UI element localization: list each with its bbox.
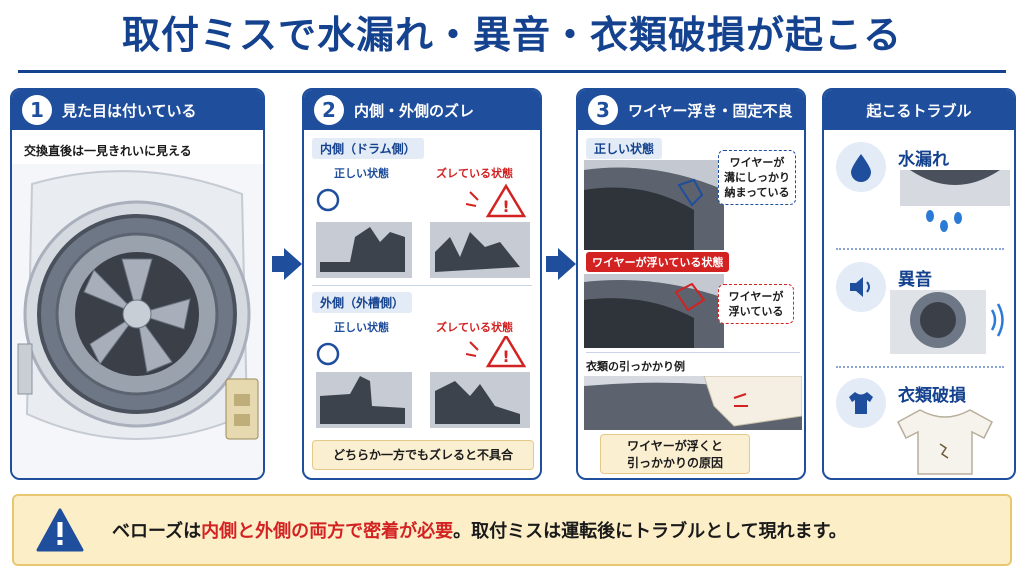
outer-seal-comparison: ! xyxy=(316,336,530,428)
panel-misalignment: 2 内側・外側のズレ 内側（ドラム側） 正しい状態 ズレている状態 ! 外側（外… xyxy=(302,88,542,480)
summary-banner: ベローズは内側と外側の両方で密着が必要。取付ミスは運転後にトラブルとして現れます… xyxy=(12,494,1012,566)
leak-illustration xyxy=(900,170,1010,232)
clothes-snag-label: 衣類の引っかかり例 xyxy=(586,360,685,373)
panel-heading: 見た目は付いている xyxy=(62,101,197,120)
outer-side-label: 外側（外槽側） xyxy=(312,292,413,313)
svg-text:!: ! xyxy=(502,197,509,216)
arrow-right-icon xyxy=(546,248,576,280)
step-number: 3 xyxy=(588,95,618,125)
inner-side-label: 内側（ドラム側） xyxy=(312,138,424,159)
wrong-state-label: ズレている状態 xyxy=(436,321,513,334)
wire-seated-illustration xyxy=(584,160,724,250)
panel-header: 1 見た目は付いている xyxy=(12,90,263,130)
trouble-label-noise: 異音 xyxy=(898,270,932,290)
inner-seal-comparison: ! xyxy=(316,183,530,278)
wire-floating-illustration xyxy=(584,274,724,348)
panel-wire-fixing: 3 ワイヤー浮き・固定不良 正しい状態 ワイヤーが 溝にしっかり 納まっている … xyxy=(576,88,806,480)
summary-highlight: 内側と外側の両方で密着が必要 xyxy=(201,521,454,542)
panel-caption: 交換直後は一見きれいに見える xyxy=(24,144,192,158)
page-title: 取付ミスで水漏れ・異音・衣類破損が起こる xyxy=(121,13,902,57)
panel-troubles: 起こるトラブル 水漏れ 異音 衣類破損 xyxy=(822,88,1016,480)
section-divider xyxy=(836,366,1004,368)
section-divider xyxy=(836,248,1004,250)
noise-illustration xyxy=(890,290,1004,354)
speaker-icon xyxy=(836,262,886,312)
wire-seated-callout: ワイヤーが 溝にしっかり 納まっている xyxy=(718,150,796,205)
summary-text: ベローズは内側と外側の両方で密着が必要。取付ミスは運転後にトラブルとして現れます… xyxy=(112,521,847,542)
trouble-label-water-leak: 水漏れ xyxy=(898,150,949,170)
correct-state-label: 正しい状態 xyxy=(334,321,389,334)
section-divider xyxy=(586,352,800,353)
title-divider xyxy=(18,70,1006,73)
panel-heading: 内側・外側のズレ xyxy=(354,101,475,120)
wrong-state-label: ズレている状態 xyxy=(436,167,513,180)
panel-appearance: 1 見た目は付いている 交換直後は一見きれいに見える xyxy=(10,88,265,480)
shirt-icon xyxy=(836,378,886,428)
panel-header: 2 内側・外側のズレ xyxy=(304,90,540,130)
warning-icon xyxy=(36,508,84,552)
trouble-label-clothes-damage: 衣類破損 xyxy=(898,386,966,406)
panel-heading: ワイヤー浮き・固定不良 xyxy=(628,101,793,120)
correct-state-label: 正しい状態 xyxy=(334,167,389,180)
correct-state-label: 正しい状態 xyxy=(586,138,663,159)
section-divider xyxy=(312,285,532,286)
clothes-snag-illustration xyxy=(584,376,802,430)
arrow-right-icon xyxy=(272,248,302,280)
step-number: 1 xyxy=(22,95,52,125)
panel-heading: 起こるトラブル xyxy=(866,101,972,120)
water-drop-icon xyxy=(836,142,886,192)
svg-text:!: ! xyxy=(502,347,509,366)
panel-header: 起こるトラブル xyxy=(824,90,1014,130)
panel-header: 3 ワイヤー浮き・固定不良 xyxy=(578,90,804,130)
damaged-shirt-illustration xyxy=(897,409,993,475)
washer-door-illustration xyxy=(12,164,263,478)
step-number: 2 xyxy=(314,95,344,125)
wire-floating-callout: ワイヤーが 浮いている xyxy=(718,284,794,324)
wire-snag-note: ワイヤーが浮くと 引っかかりの原因 xyxy=(600,434,750,474)
misalignment-note: どちらか一方でもズレると不具合 xyxy=(312,440,534,470)
wire-floating-label: ワイヤーが浮いている状態 xyxy=(586,252,730,272)
